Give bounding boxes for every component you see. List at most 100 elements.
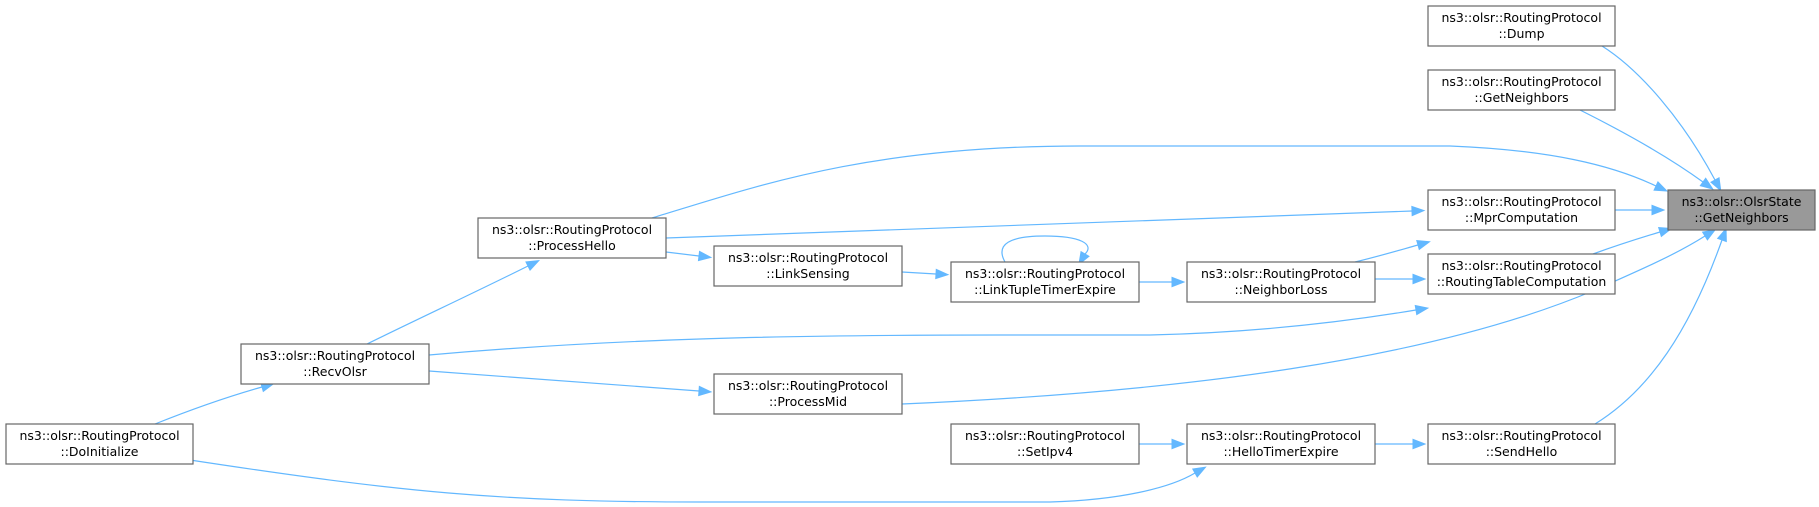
call-nodes: ns3::olsr::OlsrState::GetNeighborsns3::o… <box>5 5 1816 465</box>
edge-line <box>651 145 1657 219</box>
node-label-line1: ns3::olsr::RoutingProtocol <box>1441 258 1601 273</box>
edge-line <box>189 459 1196 503</box>
edge-line <box>1601 45 1716 181</box>
edge-line <box>154 386 263 425</box>
node-recvolsr[interactable]: ns3::olsr::RoutingProtocol::RecvOlsr <box>240 343 430 385</box>
edge-processmid-to-root <box>901 228 1717 405</box>
edge-line <box>1354 244 1419 263</box>
node-box <box>713 245 903 287</box>
edge-arrowhead <box>697 250 713 262</box>
node-label-line1: ns3::olsr::RoutingProtocol <box>1441 74 1601 89</box>
edge-arrowhead <box>1078 250 1090 266</box>
node-label-line1: ns3::olsr::RoutingProtocol <box>492 222 652 237</box>
edge-arrowhead <box>1701 228 1717 241</box>
node-box <box>1427 5 1616 47</box>
node-box <box>5 423 194 465</box>
node-box <box>1427 253 1616 295</box>
node-box <box>1186 261 1376 303</box>
edge-getneighbors-to-root <box>1579 109 1714 190</box>
edge-line <box>1592 231 1661 255</box>
node-box <box>1427 189 1616 231</box>
edge-linktuple-to-neighborloss <box>1139 276 1186 288</box>
edge-recvolsr-to-processhello <box>366 260 540 345</box>
edge-processhello-to-linksensing <box>665 250 713 262</box>
node-dump[interactable]: ns3::olsr::RoutingProtocol::Dump <box>1427 5 1616 47</box>
node-label-line1: ns3::olsr::OlsrState <box>1682 194 1802 209</box>
node-getneighbors[interactable]: ns3::olsr::RoutingProtocol::GetNeighbors <box>1427 69 1616 111</box>
node-box <box>950 261 1140 303</box>
node-label-line2: ::SendHello <box>1486 444 1558 459</box>
node-box <box>1427 423 1616 465</box>
edge-line <box>665 210 1413 239</box>
edge-line <box>901 271 937 275</box>
edge-processhello-to-mpr <box>665 205 1426 239</box>
node-label-line1: ns3::olsr::RoutingProtocol <box>255 348 415 363</box>
edge-arrowhead <box>935 268 950 280</box>
node-label-line2: ::LinkTupleTimerExpire <box>974 282 1116 297</box>
node-label-line2: ::GetNeighbors <box>1474 90 1568 105</box>
edge-doinit-to-hellotimer <box>189 459 1207 503</box>
edge-linktuple-to-linktuple <box>1001 235 1090 266</box>
edge-line <box>1001 235 1089 263</box>
node-box <box>1427 69 1616 111</box>
node-linksensing[interactable]: ns3::olsr::RoutingProtocol::LinkSensing <box>713 245 903 287</box>
edge-rtc-to-root <box>1592 227 1673 255</box>
node-label-line2: ::SetIpv4 <box>1017 444 1073 459</box>
node-root: ns3::olsr::OlsrState::GetNeighbors <box>1667 189 1816 231</box>
node-label-line2: ::RoutingTableComputation <box>1437 274 1607 289</box>
node-label-line2: ::ProcessHello <box>528 238 616 253</box>
node-linktuple[interactable]: ns3::olsr::RoutingProtocol::LinkTupleTim… <box>950 261 1140 303</box>
node-label-line2: ::GetNeighbors <box>1694 210 1788 225</box>
node-label-line1: ns3::olsr::RoutingProtocol <box>728 250 888 265</box>
edge-arrowhead <box>1191 466 1207 478</box>
edge-line <box>428 370 700 392</box>
node-rtc[interactable]: ns3::olsr::RoutingProtocol::RoutingTable… <box>1427 253 1616 295</box>
edge-arrowhead <box>525 260 540 271</box>
node-label-line2: ::HelloTimerExpire <box>1223 444 1338 459</box>
edge-arrowhead <box>1411 205 1426 217</box>
node-sendhello[interactable]: ns3::olsr::RoutingProtocol::SendHello <box>1427 423 1616 465</box>
edge-neighborloss-to-rtc <box>1375 273 1427 285</box>
edge-arrowhead <box>1653 180 1669 192</box>
node-label-line1: ns3::olsr::RoutingProtocol <box>1201 266 1361 281</box>
edge-setipv4-to-hellotimer <box>1139 438 1186 450</box>
node-doinit[interactable]: ns3::olsr::RoutingProtocol::DoInitialize <box>5 423 194 465</box>
node-label-line2: ::DoInitialize <box>60 444 138 459</box>
edge-arrowhead <box>1716 227 1727 243</box>
edge-recvolsr-to-rtc <box>428 304 1430 356</box>
edge-line <box>366 265 529 345</box>
node-label-line1: ns3::olsr::RoutingProtocol <box>1441 428 1601 443</box>
node-setipv4[interactable]: ns3::olsr::RoutingProtocol::SetIpv4 <box>950 423 1140 465</box>
edge-line <box>428 309 1417 356</box>
node-label-line1: ns3::olsr::RoutingProtocol <box>965 428 1125 443</box>
node-label-line2: ::LinkSensing <box>766 266 849 281</box>
edge-line <box>1594 239 1723 425</box>
node-neighborloss[interactable]: ns3::olsr::RoutingProtocol::NeighborLoss <box>1186 261 1376 303</box>
node-processhello[interactable]: ns3::olsr::RoutingProtocol::ProcessHello <box>477 217 667 259</box>
edge-dump-to-root <box>1601 45 1722 192</box>
edge-arrowhead <box>1171 438 1186 450</box>
edge-recvolsr-to-processmid <box>428 370 713 397</box>
node-label-line2: ::RecvOlsr <box>303 364 367 379</box>
node-label-line1: ns3::olsr::RoutingProtocol <box>728 378 888 393</box>
edge-line <box>901 235 1706 405</box>
node-label-line2: ::NeighborLoss <box>1235 282 1328 297</box>
node-box <box>1186 423 1376 465</box>
edge-sendhello-to-root <box>1594 227 1727 425</box>
call-edges <box>154 45 1727 503</box>
node-label-line1: ns3::olsr::RoutingProtocol <box>19 428 179 443</box>
node-hellotimer[interactable]: ns3::olsr::RoutingProtocol::HelloTimerEx… <box>1186 423 1376 465</box>
node-label-line1: ns3::olsr::RoutingProtocol <box>965 266 1125 281</box>
node-processmid[interactable]: ns3::olsr::RoutingProtocol::ProcessMid <box>713 373 903 415</box>
edge-linksensing-to-linktuple <box>901 268 950 280</box>
node-box <box>1667 189 1816 231</box>
node-label-line2: ::MprComputation <box>1465 210 1578 225</box>
edge-doinit-to-recvolsr <box>154 382 275 425</box>
edge-arrowhead <box>1412 438 1427 450</box>
edge-line <box>1579 109 1704 183</box>
edge-line <box>665 251 700 257</box>
edge-processhello-to-root <box>651 145 1669 219</box>
edge-arrowhead <box>1651 204 1666 216</box>
node-mpr[interactable]: ns3::olsr::RoutingProtocol::MprComputati… <box>1427 189 1616 231</box>
node-label-line1: ns3::olsr::RoutingProtocol <box>1441 194 1601 209</box>
